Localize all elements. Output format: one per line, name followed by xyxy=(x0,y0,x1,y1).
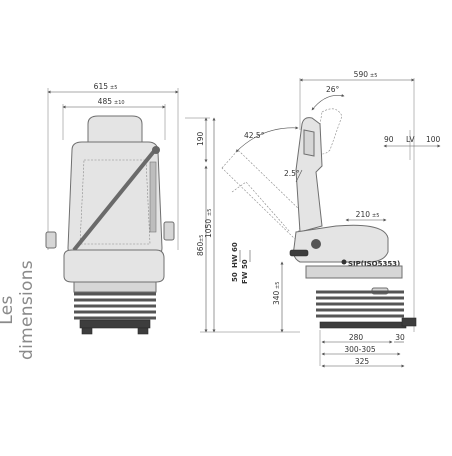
angle-arc-26 xyxy=(311,93,345,111)
dim-485-label: 485 xyxy=(98,97,113,106)
section-title: Les dimensions xyxy=(0,260,37,360)
dim-325-label: 325 xyxy=(355,357,370,366)
side-headrest xyxy=(303,129,315,157)
front-seatbelt xyxy=(72,148,157,252)
angle-25-line xyxy=(295,169,303,183)
hw-60-label: HW 60 xyxy=(231,242,239,268)
dim-280-label: 280 xyxy=(349,333,364,342)
side-backrest xyxy=(295,117,323,233)
front-bellows xyxy=(74,292,156,320)
side-suspension-top xyxy=(305,265,403,279)
angle-425-label: 42.5° xyxy=(244,131,265,140)
dim-590-label: 590 xyxy=(354,70,369,79)
side-rear-bracket xyxy=(401,317,417,327)
dim-615-label: 615 xyxy=(94,82,109,91)
front-armrest-left xyxy=(45,231,57,249)
adjust-lever[interactable] xyxy=(289,249,309,257)
side-bellows xyxy=(316,290,404,318)
fw-50-label: FW 50 xyxy=(241,259,249,284)
lv-left-label: 90 xyxy=(384,135,394,144)
lv-right-label: 100 xyxy=(426,135,441,144)
dim-485-tol: ±10 xyxy=(114,100,125,106)
front-armrest-right xyxy=(163,221,175,241)
front-suspension-top xyxy=(73,281,157,293)
angle-26-label: 26° xyxy=(326,85,340,94)
angle-25-label: 2.5° xyxy=(284,169,300,178)
dim-1050-label: 1050 xyxy=(204,219,213,238)
side-view: 590 ±5 26° 42.5° 90 LV 100 2.5° xyxy=(221,70,441,368)
dim-615-tol: ±5 xyxy=(110,85,117,91)
dim-210-tol: ±5 xyxy=(372,213,379,219)
dim-340-label: 340 xyxy=(272,290,281,305)
belt-anchor-top xyxy=(152,146,160,154)
sip-label: SIP(ISO5353) xyxy=(348,260,400,268)
dim-590-tol: ±5 xyxy=(370,73,377,79)
front-base-plate xyxy=(79,319,151,329)
dim-190-label: 190 xyxy=(196,131,205,146)
belt-retractor xyxy=(149,161,157,233)
dim-340-tol: ±5 xyxy=(275,282,281,289)
reclined-backrest-ghost xyxy=(221,149,305,241)
dim-1050-tol: ±5 xyxy=(207,209,213,216)
side-base-plate xyxy=(319,321,407,329)
dim-30-label: 30 xyxy=(395,333,405,342)
front-view: 615 ±5 485 ±10 xyxy=(45,82,179,335)
sip-point xyxy=(341,259,347,265)
lv-label: LV xyxy=(406,135,415,144)
front-foot-left xyxy=(81,327,93,335)
forward-headrest-ghost xyxy=(315,108,343,155)
front-foot-right xyxy=(137,327,149,335)
side-seat-cushion xyxy=(293,224,389,263)
adjust-knob[interactable] xyxy=(311,239,321,249)
reclined-headrest-ghost xyxy=(231,181,291,233)
dim-300-305-label: 300-305 xyxy=(344,345,376,354)
front-seat-cushion xyxy=(63,249,165,283)
dim-210-label: 210 xyxy=(356,210,371,219)
height-dimensions: 190 1050 ±5 860 ±5 HW 60 FW 50 50 340 ±5 xyxy=(185,117,300,333)
dim-860-label: 860 xyxy=(196,241,205,256)
angle-arc-425 xyxy=(235,126,299,153)
v-50-label: 50 xyxy=(231,272,239,282)
dim-860-tol: ±5 xyxy=(199,235,205,242)
